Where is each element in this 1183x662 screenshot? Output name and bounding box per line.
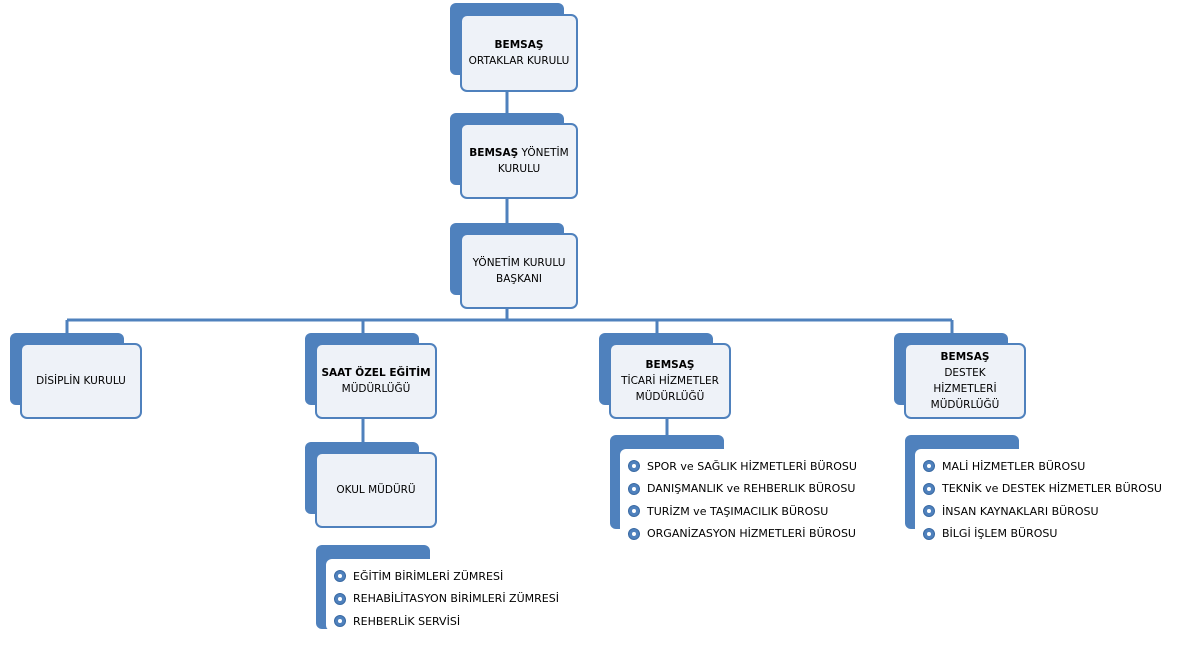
list-item: İNSAN KAYNAKLARI BÜROSU: [923, 500, 1181, 523]
destek-text: DESTEK HİZMETLERİ MÜDÜRLÜĞÜ: [930, 367, 1000, 411]
yonetim-bold: BEMSAŞ: [469, 147, 519, 159]
ortaklar-text: ORTAKLAR KURULU: [468, 55, 570, 67]
okul-text: OKUL MÜDÜRÜ: [336, 484, 416, 496]
ortaklar-bold: BEMSAŞ: [494, 39, 544, 51]
bullet-icon: [923, 505, 935, 518]
list-item: EĞİTİM BİRİMLERİ ZÜMRESİ: [334, 565, 588, 588]
list-item: DANIŞMANLIK ve REHBERLIK BÜROSU: [628, 478, 886, 501]
list-item: REHBERLİK SERVİSİ: [334, 610, 588, 633]
yonetim-text: YÖNETİM KURULU: [497, 147, 569, 175]
ticari-text: TİCARİ HİZMETLER MÜDÜRLÜĞÜ: [621, 375, 719, 403]
saat-bold: SAAT ÖZEL EĞİTİM: [321, 367, 431, 379]
bullet-icon: [628, 460, 640, 473]
bullet-icon: [628, 482, 640, 495]
list-item: ORGANİZASYON HİZMETLERİ BÜROSU: [628, 523, 886, 546]
bullet-icon: [628, 527, 640, 540]
list-item: TEKNİK ve DESTEK HİZMETLER BÜROSU: [923, 478, 1181, 501]
list-item: BİLGİ İŞLEM BÜROSU: [923, 523, 1181, 546]
list-item: REHABİLİTASYON BİRİMLERİ ZÜMRESİ: [334, 588, 588, 611]
bullet-icon: [334, 570, 346, 583]
saat-text: MÜDÜRLÜĞÜ: [341, 383, 411, 395]
list-item: MALİ HİZMETLER BÜROSU: [923, 455, 1181, 478]
bullet-icon: [334, 615, 346, 628]
bullet-icon: [923, 482, 935, 495]
bullet-icon: [923, 460, 935, 473]
list-item: TURİZM ve TAŞIMACILIK BÜROSU: [628, 500, 886, 523]
bullet-icon: [628, 505, 640, 518]
destek-bold: BEMSAŞ: [940, 351, 990, 363]
bullet-icon: [923, 527, 935, 540]
baskan-text: YÖNETİM KURULU BAŞKANI: [472, 257, 566, 285]
disiplin-text: DİSİPLİN KURULU: [36, 375, 126, 387]
bullet-icon: [334, 592, 346, 605]
list-item: SPOR ve SAĞLIK HİZMETLERİ BÜROSU: [628, 455, 886, 478]
ticari-bold: BEMSAŞ: [645, 359, 695, 371]
